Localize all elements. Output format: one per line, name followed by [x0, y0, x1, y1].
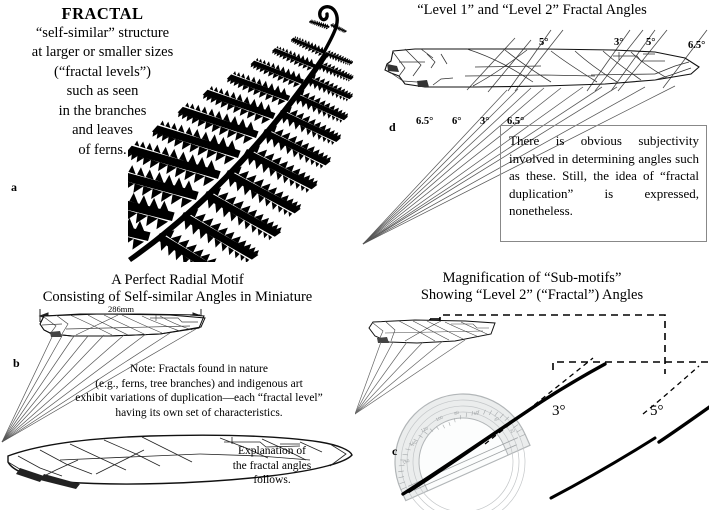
angle-label-5deg: 5° — [650, 403, 664, 419]
fractal-line-6: and leaves — [72, 122, 133, 138]
svg-text:60: 60 — [473, 409, 480, 416]
fern-silhouette — [43, 0, 355, 293]
fractal-title: FRACTAL — [61, 4, 144, 23]
dimension-label: 286mm — [108, 304, 134, 314]
svg-text:140: 140 — [409, 439, 418, 447]
subjectivity-note-box: There is obvious subjectivity involved i… — [500, 125, 707, 242]
panel-c-title-line-2: Showing “Level 2” (“Fractal”) Angles — [420, 287, 644, 303]
panel-b-title-line-2: Consisting of Self-similar Angles in Min… — [42, 289, 313, 305]
panel-b-radial-motif: A Perfect Radial Motif Consisting of Sel… — [0, 262, 355, 510]
panel-label-d: d — [389, 120, 396, 134]
fractal-line-7: of ferns. — [78, 141, 127, 158]
panel-c-title-line-1: Magnification of “Sub-motifs” — [442, 270, 622, 286]
panel-b-title-line-1: A Perfect Radial Motif — [111, 272, 244, 288]
angle-label-bottom-1: 6.5° — [416, 116, 434, 127]
explanation-line-2: the fractal angles — [232, 459, 312, 472]
angle-label-top-4: 6.5° — [688, 40, 706, 51]
svg-text:40: 40 — [493, 416, 500, 423]
note-line-2: (e.g., ferns, tree branches) and indigen… — [95, 377, 303, 390]
panel-d-title: “Level 1” and “Level 2” Fractal Angles — [417, 2, 647, 18]
svg-text:150: 150 — [402, 458, 411, 466]
fractal-line-3: (“fractal levels”) — [54, 63, 151, 80]
angle-label-top-3: 5° — [646, 37, 656, 48]
radial-motif-artifact-drawing — [1, 313, 353, 489]
panel-d-level1-level2-angles: “Level 1” and “Level 2” Fractal Angles — [355, 0, 709, 262]
panel-a-fractal-definition: FRACTAL “self-similar” structure at larg… — [0, 0, 355, 293]
svg-text:100: 100 — [435, 414, 444, 422]
note-line-3: exhibit variations of duplication—each “… — [75, 392, 323, 404]
svg-text:80: 80 — [453, 409, 460, 416]
angle-label-bottom-2: 6° — [452, 116, 462, 127]
stone-blade-artifact-drawing — [384, 48, 700, 88]
panel-label-c: c — [392, 444, 398, 458]
fractal-nature-note: Note: Fractals found in nature (e.g., fe… — [48, 362, 350, 420]
protractor-measuring-incised-lines: 150 140 120 100 80 60 40 20 — [355, 314, 709, 510]
explanation-line-1: Explanation of — [237, 445, 307, 457]
subjectivity-note-text: There is obvious subjectivity involved i… — [509, 133, 699, 218]
fractal-line-5: in the branches — [58, 102, 147, 119]
fractal-definition-text: FRACTAL “self-similar” structure at larg… — [0, 4, 205, 160]
panel-label-a: a — [11, 180, 17, 194]
panel-label-b: b — [13, 356, 20, 370]
fractal-line-1: “self-similar” structure — [35, 24, 170, 41]
note-line-4: having its own set of characteristics. — [115, 406, 283, 419]
panel-c-title: Magnification of “Sub-motifs” Showing “L… — [355, 270, 709, 304]
explanation-line-3: follows. — [253, 474, 291, 486]
svg-text:20: 20 — [509, 427, 516, 434]
angle-label-top-1: 5° — [539, 37, 549, 48]
explanation-follows-note: Explanation of the fractal angles follow… — [202, 444, 342, 488]
svg-text:120: 120 — [420, 425, 429, 433]
fractal-angle-rays — [362, 29, 708, 245]
angle-label-3deg: 3° — [552, 403, 566, 419]
note-line-1: Note: Fractals found in nature — [130, 363, 268, 375]
angle-label-top-2: 3° — [614, 37, 624, 48]
panel-b-title: A Perfect Radial Motif Consisting of Sel… — [0, 272, 355, 306]
fractal-line-4: such as seen — [66, 83, 139, 99]
angle-label-bottom-3: 3° — [480, 116, 490, 127]
panel-c-submotif-magnification: Magnification of “Sub-motifs” Showing “L… — [355, 262, 709, 510]
angle-label-bottom-4: 6.5° — [507, 116, 525, 127]
fractal-line-2: at larger or smaller sizes — [31, 44, 174, 60]
